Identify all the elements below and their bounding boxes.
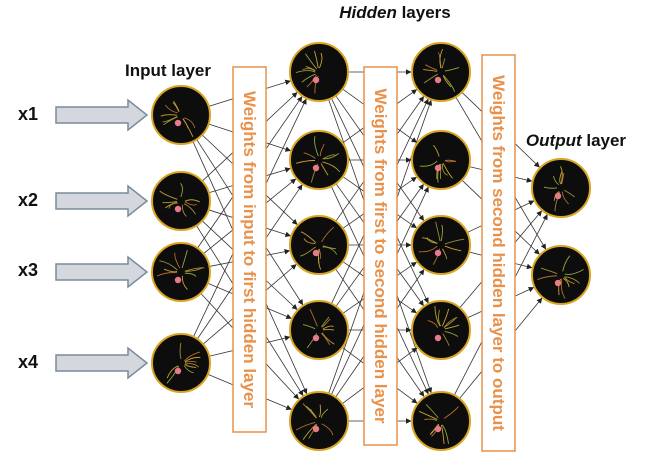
neuron-icon xyxy=(289,130,349,190)
neuron-icon xyxy=(411,300,471,360)
arrow-right-icon xyxy=(55,98,149,132)
neuron-icon xyxy=(289,391,349,451)
input-label-x1: x1 xyxy=(18,104,38,124)
input-arrows xyxy=(55,98,149,380)
neuron-icon xyxy=(411,42,471,102)
neuron-icon xyxy=(289,215,349,275)
neuron-icon xyxy=(289,300,349,360)
neuron-icon xyxy=(289,42,349,102)
arrow-right-icon xyxy=(55,346,149,380)
input-label-x2: x2 xyxy=(18,190,38,210)
neuron-icon xyxy=(411,391,471,451)
hidden-layers-title: Hidden layers xyxy=(339,3,451,22)
neuron-icon xyxy=(531,245,591,305)
input-label-x4: x4 xyxy=(18,352,38,372)
output-layer-label: Output layer xyxy=(526,131,627,150)
neuron-icon xyxy=(151,85,211,145)
neuron-icon xyxy=(531,158,591,218)
weight-box-label: Weights from first to second hidden laye… xyxy=(371,88,390,423)
neuron-icon xyxy=(151,333,211,393)
weight-box-label: Weights from second hidden layer to outp… xyxy=(489,75,508,431)
arrow-right-icon xyxy=(55,184,149,218)
weight-box-input-to-first: Weights from input to first hidden layer xyxy=(232,66,267,433)
neuron-icon xyxy=(411,130,471,190)
input-label-x3: x3 xyxy=(18,260,38,280)
neuron-icon xyxy=(151,242,211,302)
weight-box-second-to-output: Weights from second hidden layer to outp… xyxy=(481,54,516,452)
input-layer-label: Input layer xyxy=(125,61,211,80)
neuron-icon xyxy=(151,171,211,231)
neuron-icon xyxy=(411,215,471,275)
arrow-right-icon xyxy=(55,255,149,289)
neurons xyxy=(151,42,591,451)
weight-box-first-to-second: Weights from first to second hidden laye… xyxy=(363,66,398,446)
weight-box-label: Weights from input to first hidden layer xyxy=(240,91,259,408)
